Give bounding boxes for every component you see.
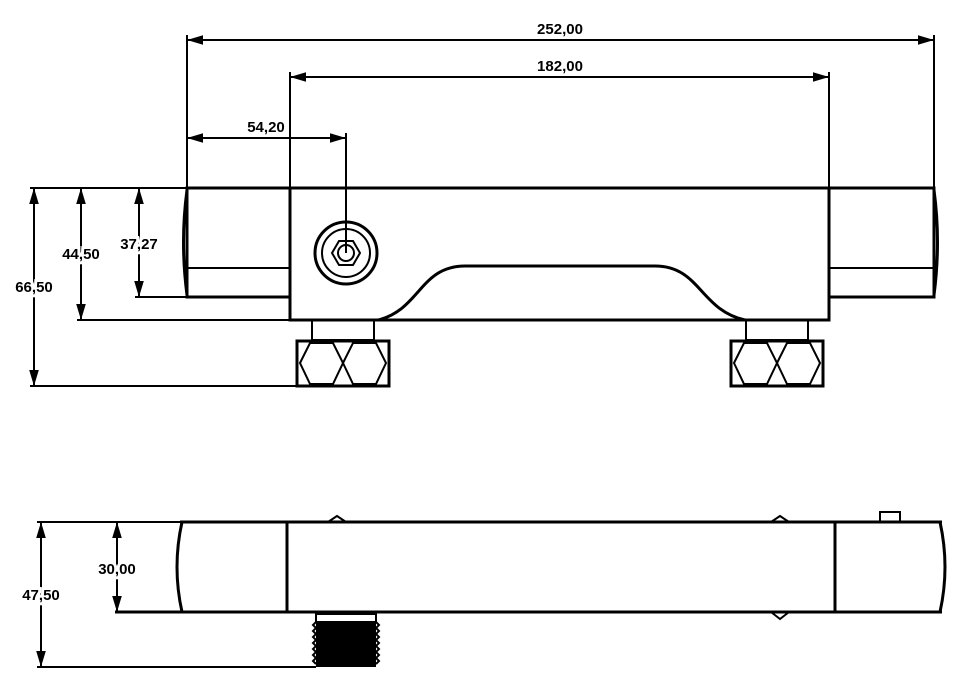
dimension-label: 30,00 — [98, 561, 136, 578]
dimension-label: 54,20 — [247, 119, 285, 136]
right-connector-nut — [729, 319, 825, 388]
main-body — [288, 186, 831, 322]
extension-lines — [30, 35, 935, 387]
left-end-cap — [182, 186, 292, 299]
side-body — [115, 511, 947, 621]
dimension-overall-length: 252,00 — [187, 21, 934, 45]
dimension-knob-offset: 54,20 — [187, 119, 346, 143]
side-button — [879, 511, 901, 523]
front-view: 252,00 182,00 54,20 66,50 44,50 37,27 — [12, 21, 939, 388]
left-connector-nut — [295, 319, 391, 388]
dimension-body-length: 182,00 — [290, 58, 829, 82]
right-end-cap — [827, 186, 939, 299]
dimension-label: 37,27 — [120, 236, 158, 253]
dimension-label: 44,50 — [62, 246, 100, 263]
dimension-total-height: 66,50 — [12, 188, 56, 386]
threaded-fitting — [311, 613, 381, 667]
dimension-body-depth: 30,00 — [95, 522, 139, 612]
dimension-label: 47,50 — [22, 587, 60, 604]
dimension-label: 66,50 — [15, 279, 53, 296]
dimension-label: 252,00 — [537, 21, 583, 38]
side-view: 47,50 30,00 — [19, 511, 947, 668]
dimension-label: 182,00 — [537, 58, 583, 75]
dimension-end-height: 37,27 — [117, 188, 161, 297]
dimension-total-depth: 47,50 — [19, 522, 63, 667]
side-extension-lines — [37, 521, 316, 668]
dimension-body-height: 44,50 — [59, 188, 103, 320]
